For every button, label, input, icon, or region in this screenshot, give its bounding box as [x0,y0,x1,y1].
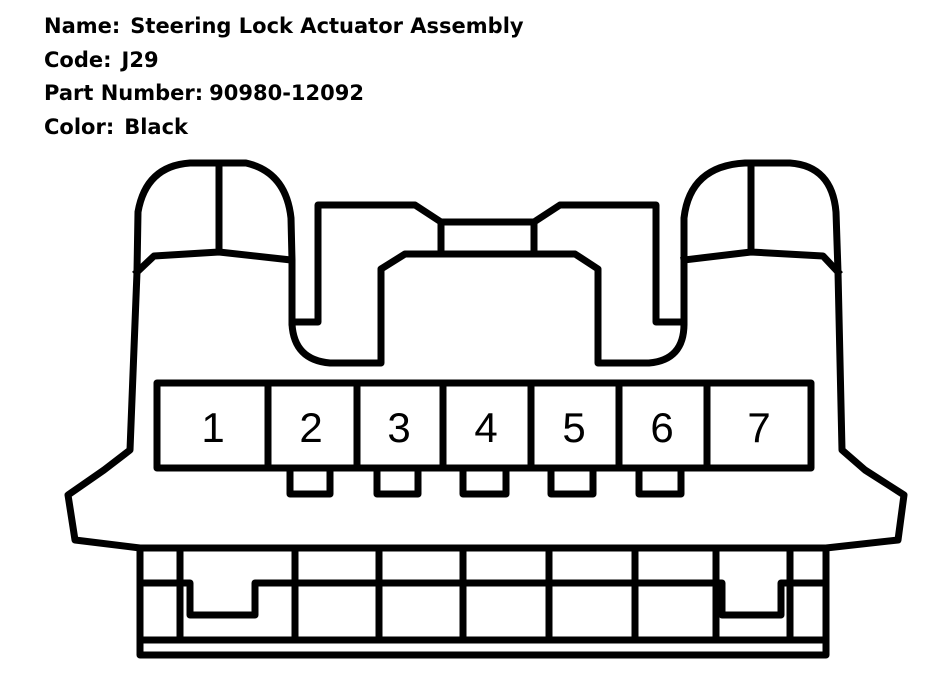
connector-housing-outline [64,159,908,659]
code-label: Code: [44,47,112,72]
right-ear-detail [680,166,843,277]
name-row: Name: Steering Lock Actuator Assembly [44,10,524,44]
pin-label-7: 7 [747,404,770,451]
latch-tab [437,218,538,258]
part-number-row: Part Number:90980-12092 [44,77,524,111]
code-value: J29 [121,47,159,72]
pin-label-4: 4 [474,404,497,451]
name-label: Name: [44,14,121,38]
pin-dividers [264,379,711,472]
pin-label-6: 6 [650,404,673,451]
part-number-label: Part Number: [44,81,204,105]
name-value: Steering Lock Actuator Assembly [130,14,524,38]
color-row: Color: Black [44,111,524,145]
part-number-value: 90980-12092 [209,81,364,105]
pin-label-3: 3 [387,404,410,451]
left-ear-detail [132,166,295,277]
color-value: Black [124,114,189,139]
lower-right-bracket [712,579,794,619]
pin-label-2: 2 [299,404,322,451]
pin-label-1: 1 [201,404,224,451]
terminal-tabs [286,464,685,498]
lower-left-bracket [176,579,299,619]
lower-cell-dividers [176,544,794,644]
connector-info: Name: Steering Lock Actuator Assembly Cod… [44,10,524,144]
latch-outline [288,201,688,326]
pin-block [153,379,815,472]
code-row: Code: J29 [44,44,524,78]
pin-labels: 1 2 3 4 5 6 7 [201,404,770,451]
color-label: Color: [44,114,115,139]
pin-label-5: 5 [562,404,585,451]
